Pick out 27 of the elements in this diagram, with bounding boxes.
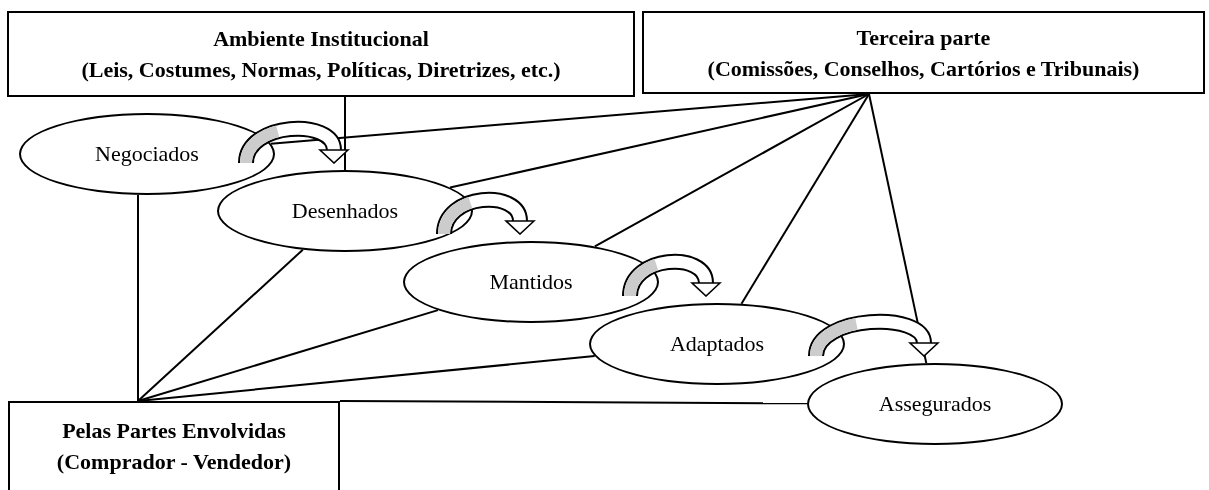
connector-line — [593, 93, 870, 248]
box-title: Ambiente Institucional — [213, 25, 429, 53]
ellipse-node — [807, 363, 1063, 445]
ellipse-node — [403, 241, 659, 323]
box-subtitle: (Leis, Costumes, Normas, Políticas, Diretrizes, etc.) — [81, 56, 561, 84]
rectangle-box — [8, 401, 340, 490]
rectangle-box — [7, 11, 635, 97]
ellipse-node — [19, 113, 275, 195]
node-label: Assegurados — [878, 391, 992, 417]
connector-line — [868, 93, 928, 365]
rectangle-box — [642, 11, 1205, 94]
node-label: Adaptados — [669, 331, 765, 357]
connector-line — [344, 96, 346, 171]
connector-line — [137, 248, 304, 402]
connector-line — [339, 400, 808, 405]
connector-line — [740, 93, 870, 305]
node-label: Negociados — [95, 141, 199, 167]
ellipse-node — [217, 170, 473, 252]
node-label: Desenhados — [291, 198, 399, 224]
box-title: Terceira parte — [856, 23, 991, 52]
box-subtitle: (Comprador - Vendedor) — [56, 448, 292, 476]
box-subtitle: (Comissões, Conselhos, Cartórios e Tribunais) — [707, 54, 1140, 83]
connector-line — [137, 309, 439, 402]
ellipse-node — [589, 303, 845, 385]
node-label: Mantidos — [489, 269, 573, 295]
box-title: Pelas Partes Envolvidas — [62, 417, 286, 445]
connector-line — [137, 193, 139, 402]
